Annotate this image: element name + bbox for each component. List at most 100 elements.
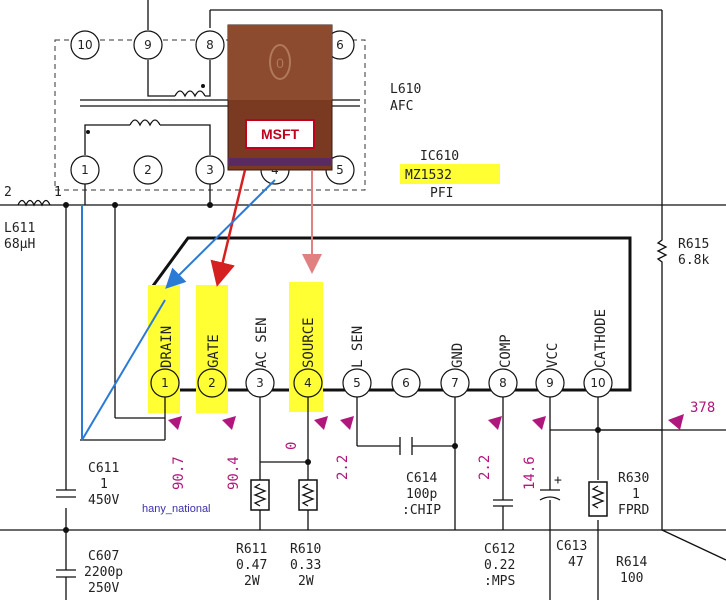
resistor-R615: R615 6.8k [656,230,709,420]
r614-ref: R614 [616,555,647,570]
transformer-bottom-pins: 1 2 3 4 5 [70,155,355,205]
l611-pin-a: 2 [4,185,12,200]
pin-name-vcc: VCC [545,343,561,368]
transformer-pin-8 [195,30,225,60]
ic-pin-10-num: 10 [590,376,605,390]
ic-pin-8-num: 8 [499,376,507,390]
voltage-pin8: 2.2 [477,455,493,480]
transformer-pin-3-label: 3 [206,163,214,177]
c611-value: 1 [100,477,108,492]
mosfet-leads-band [228,158,332,166]
transformer-pin-1-label: 1 [81,163,89,177]
voltage-marker-cathode [668,414,684,430]
c607-ref: C607 [88,549,119,564]
c612-note: :MPS [484,574,515,589]
dot-marker [86,130,90,134]
ic610-body [148,236,632,392]
voltage-marker-pin1 [168,416,182,430]
r630-value: 1 [632,487,640,502]
transformer-pin-2 [133,155,163,185]
pin-name-comp: COMP [498,334,514,368]
c613-value: 47 [568,555,584,570]
annotation-arrows [81,169,322,441]
pin-name-gate: GATE [206,334,222,368]
r630-ref: R630 [618,471,649,486]
transformer-top-pins: 10 9 8 6 [70,30,355,60]
ic-pin-6 [391,368,421,398]
c614-ref: C614 [406,471,437,486]
r610-value: 0.33 [290,558,321,573]
ic-pin-5-num: 5 [353,376,361,390]
ic-pin-3-num: 3 [256,376,264,390]
transformer-pin-5-label: 5 [336,163,344,177]
ic-pin-7-num: 7 [451,376,459,390]
voltage-cathode: 378 [690,400,715,416]
c607-value: 2200p [84,565,123,580]
credit-text: hany_national [142,503,211,515]
ic-pin-4-num: 4 [304,376,312,390]
c611-ref: C611 [88,461,119,476]
ic-pin-9-num: 9 [546,376,554,390]
arrow-gate [210,169,247,287]
pin-name-l-sen: L SEN [350,326,366,368]
r610-ref: R610 [290,542,321,557]
c613-ref: C613 [556,539,587,554]
pin-name-drain: DRAIN [159,326,175,368]
transformer-pin-9-label: 9 [144,38,152,52]
ic-pin-names: DRAIN GATE AC SEN SOURCE L SEN GND COMP … [159,309,609,368]
r611-ref: R611 [236,542,267,557]
ic-pin-6-num: 6 [402,376,410,390]
resistor-R630: R630 1 FPRD [588,471,649,518]
pin-name-ac-sen: AC SEN [254,317,270,368]
transformer-pin-1 [70,155,100,185]
mosfet-label: MSFT [261,126,300,142]
r630-note: FPRD [618,503,649,518]
blue-line-diag [81,299,166,441]
mosfet-label-box [245,119,315,149]
c607-rating: 250V [88,581,119,596]
voltage-pin2: 90.4 [226,456,242,490]
transformer-pin-8-label: 8 [206,38,214,52]
l610-type: AFC [390,99,413,114]
r611-value: 0.47 [236,558,267,573]
c611-rating: 450V [88,493,119,508]
ic-pin-1-num: 1 [161,376,169,390]
transformer-pin-10-label: 10 [77,38,92,52]
ic610-ref: IC610 [420,149,459,164]
voltage-pin1: 90.7 [171,456,187,490]
mosfet-package: 0 MSFT [227,24,333,171]
dot-marker [201,84,205,88]
l611-value: 68μH [4,237,35,252]
c612-ref: C612 [484,542,515,557]
r615-value: 6.8k [678,253,709,268]
r611-rating: 2W [244,574,260,589]
resistor-R610: R610 0.33 2W [290,479,321,589]
r614-value: 100 [620,571,643,586]
top-wiring [0,0,726,531]
transformer-pin-6-label: 6 [336,38,344,52]
c614-note: :CHIP [402,503,441,518]
voltage-marker-pin4 [314,416,328,430]
ic-pins: 1 2 3 4 5 6 7 8 9 10 [150,368,613,398]
ic610-type: PFI [430,186,453,201]
inductor-L611: 2 1 L611 68μH [4,185,213,252]
ic610-labels: IC610 MZ1532 PFI [400,149,500,201]
pin-name-gnd: GND [450,343,466,368]
r610-rating: 2W [298,574,314,589]
c614-value: 100p [406,487,437,502]
l611-ref: L611 [4,221,35,236]
c613-polarity: + [554,473,562,488]
voltage-marker-pin2 [222,416,236,430]
transformer-pin-9 [133,30,163,60]
lower-wiring [56,205,726,600]
pin-name-source: SOURCE [301,317,317,368]
arrow-drain [165,179,276,289]
ic-pin-2-num: 2 [208,376,216,390]
transformer-pin-3 [195,155,225,185]
l610-ref: L610 [390,82,421,97]
transformer-pin-10 [70,30,100,60]
component-labels: C611 1 450V C607 2200p 250V C614 100p :C… [84,461,647,596]
mosfet-tab [228,25,332,100]
voltage-markers: 90.7 90.4 0 2.2 2.2 14.6 378 [168,400,715,490]
